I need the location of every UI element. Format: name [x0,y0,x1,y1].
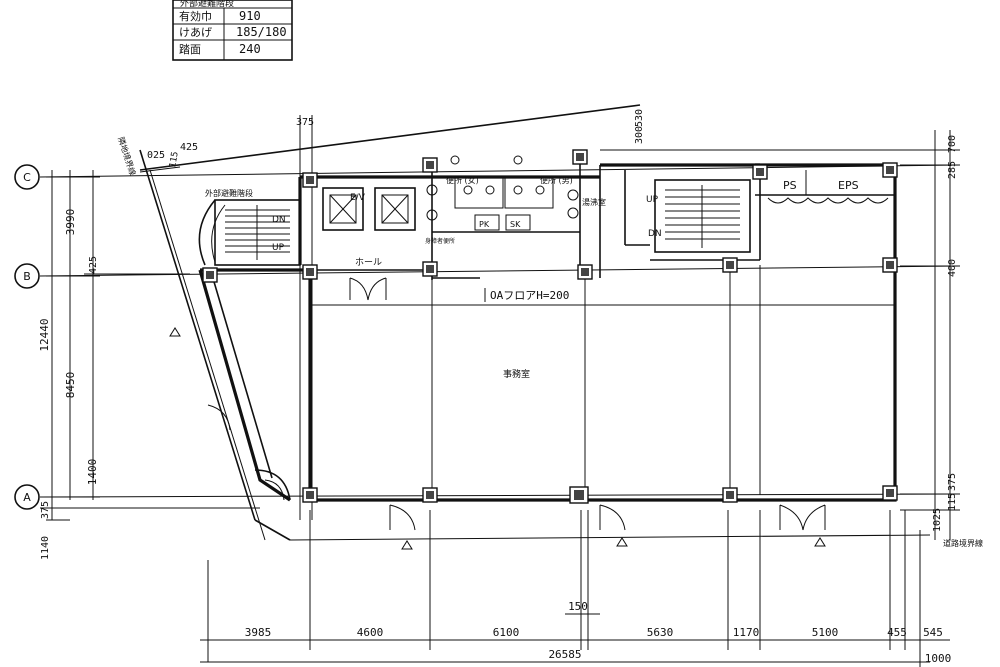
dim-span-7: 455 [887,626,907,639]
ps-label: PS [783,179,797,192]
kitchenette-label: 湯沸室 [582,197,606,207]
bottom-openings [169,327,826,550]
toilets: 便所 (女) 便所 (男) PK SK 身障者便所 湯沸室 [425,155,606,245]
dim-right-a1: 375 [947,473,958,491]
dim-top-d1: 375 [296,117,314,128]
left-stair-dn: DN [272,215,286,225]
adjacent-line-label: 隣地境界線 [116,136,138,177]
toilet-female-label: 便所 (女) [446,175,479,185]
spec-table: 外部避難階段 有効巾 910 けあげ 185/180 踏面 240 [172,0,293,61]
dim-center: 150 [568,600,588,613]
dim-offset-b: 425 [88,256,99,274]
dim-span-1: 3985 [245,626,272,639]
axis-c-label: C [23,171,31,184]
ev-label: E/V [350,193,366,203]
right-stair: UP DN [646,179,751,253]
right-stair-dn: DN [648,229,662,239]
dim-offset-a: 375 [40,501,51,519]
ext-stair-label: 外部避難階段 [205,188,253,198]
spec-value-width: 910 [239,9,261,23]
spec-value-tread: 240 [239,42,261,56]
dim-top-d4: 115 [168,151,181,169]
office-area: 事務室 OAフロアH=200 [310,265,895,495]
spec-label-width: 有効巾 [179,9,212,23]
axis-b-label: B [23,270,31,283]
right-stair-up: UP [646,195,659,205]
toilet-male-label: 便所 (男) [540,175,573,185]
eps-label: EPS [838,179,859,192]
dim-right-c1: 700 [947,135,958,153]
hall-label: ホール [355,257,382,268]
dim-span-3: 6100 [493,626,520,639]
dim-middle: 8450 [64,372,77,399]
dim-top-d3: 025 [147,150,165,161]
bottom-dimensions: 150 3985 4600 6100 5630 1170 5100 455 54… [200,510,951,667]
building-walls [198,150,897,502]
spec-value-riser: 185/180 [236,25,287,39]
office-label: 事務室 [503,368,530,380]
dim-span-6: 5100 [812,626,839,639]
sk-label: SK [510,220,521,229]
dim-right-c2: 285 [947,161,958,179]
dim-span-4: 5630 [647,626,674,639]
dim-span-2: 4600 [357,626,384,639]
dim-lower: 1400 [86,459,99,486]
pk-label: PK [479,220,490,229]
columns [202,149,898,504]
axis-a-label: A [23,491,31,504]
dim-total: 26585 [548,648,581,661]
grid-axes: C B A [14,164,961,510]
elevators: E/V ホール [322,187,416,301]
left-stair: DN UP 外部避難階段 [205,188,290,260]
dim-right-top2: 300 [634,126,645,144]
dim-overall: 12440 [38,318,51,351]
oa-floor-label: OAフロアH=200 [490,289,569,302]
dim-span-8: 545 [923,626,943,639]
dim-right-b1: 400 [947,259,958,277]
road-line-label: 道路境界線 [943,538,983,548]
left-dimensions: 3990 12440 8450 1400 425 375 1140 [38,170,260,560]
left-stair-up: UP [272,243,285,253]
dim-bottom: 1140 [40,536,51,560]
spec-label-tread: 踏面 [179,42,201,56]
dim-extra: 1000 [925,652,952,665]
spec-label-riser: けあげ [179,26,212,39]
shafts: PS EPS [767,179,889,204]
right-dimensions: 530 300 700 285 400 375 115 1025 [600,109,960,540]
dim-right-top1: 530 [634,109,645,127]
spec-table-header: 外部避難階段 [180,0,234,9]
dim-right-a3: 1025 [932,508,943,532]
dim-top-d2: 425 [180,142,198,153]
dim-right-a2: 115 [947,493,958,511]
dim-upper: 3990 [64,209,77,236]
dim-span-5: 1170 [733,626,760,639]
handicap-toilet-label: 身障者便所 [425,237,455,245]
site-boundaries: 隣地境界線 道路境界線 025 425 115 375 [116,104,983,548]
